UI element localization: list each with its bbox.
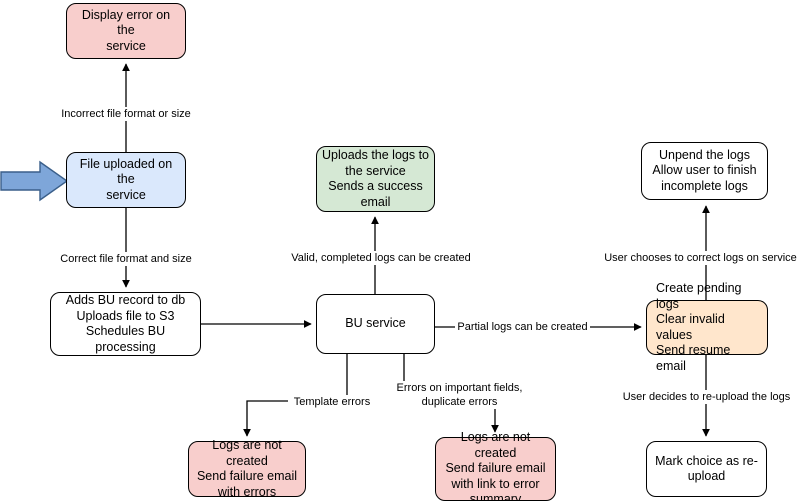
edge-label-errors-on-important-fields: Errors on important fields, duplicate er…: [390, 381, 529, 409]
node-mark-choice-as-re-upload[interactable]: Mark choice as re- upload: [646, 441, 767, 497]
edge-label-incorrect-file-format-or-size: Incorrect file format or size: [45, 107, 207, 121]
edge-label-correct-file-format-and-size: Correct file format and size: [46, 252, 206, 266]
node-bu-service[interactable]: BU service: [316, 294, 435, 354]
edge-label-user-chooses-to-correct-logs: User chooses to correct logs on service: [600, 251, 801, 265]
node-logs-not-created-with-errors[interactable]: Logs are not created Send failure email …: [188, 438, 306, 499]
node-adds-bu-record[interactable]: Adds BU record to db Uploads file to S3 …: [50, 292, 201, 356]
edge-label-partial-logs-can-be-created: Partial logs can be created: [455, 320, 590, 334]
start-arrow-icon: [0, 160, 69, 202]
edge-label-template-errors: Template errors: [288, 395, 376, 409]
node-create-pending-logs[interactable]: Create pending logs Clear invalid values…: [646, 281, 768, 373]
node-logs-not-created-error-summary[interactable]: Logs are not created Send failure email …: [435, 430, 556, 501]
edge-label-user-decides-to-re-upload: User decides to re-upload the logs: [615, 390, 798, 404]
node-display-error[interactable]: Display error on the service: [66, 3, 186, 59]
node-file-uploaded-on-the-service[interactable]: File uploaded on the service: [66, 152, 186, 208]
edge-label-valid-completed-logs: Valid, completed logs can be created: [274, 251, 488, 265]
node-uploads-the-logs[interactable]: Uploads the logs to the service Sends a …: [316, 146, 435, 212]
node-unpend-the-logs[interactable]: Unpend the logs Allow user to finish inc…: [641, 142, 768, 200]
